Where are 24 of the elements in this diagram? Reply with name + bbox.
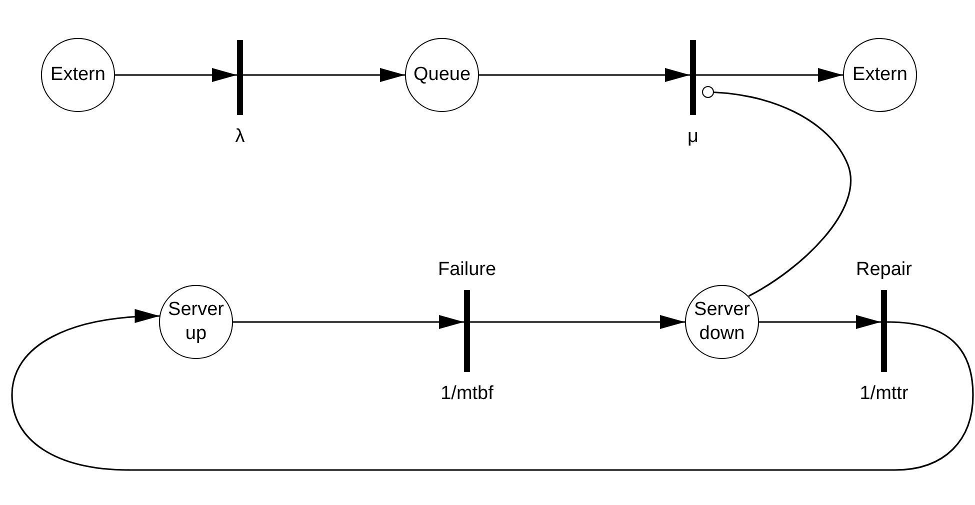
transition-label: 1/mttr xyxy=(860,384,908,403)
inhibitor-arc xyxy=(702,86,852,297)
arrow xyxy=(243,68,405,82)
place-label: Server up xyxy=(167,298,225,346)
transition-label: Repair xyxy=(856,260,912,279)
arrow xyxy=(759,315,881,329)
transition-label: Failure xyxy=(438,260,496,279)
place-label: Extern xyxy=(50,63,106,87)
arrow xyxy=(115,68,237,82)
transition-label: 1/mtbf xyxy=(440,384,494,403)
transition-bar xyxy=(464,290,470,372)
transition-label: λ xyxy=(235,127,245,146)
place-label: Queue xyxy=(412,63,472,87)
transition-bar xyxy=(690,40,696,115)
transition-label: μ xyxy=(688,127,698,146)
place-label: Server down xyxy=(693,298,751,346)
transition-bar xyxy=(881,290,887,372)
arrow xyxy=(479,68,690,82)
arrow xyxy=(696,68,843,82)
arrow xyxy=(11,310,974,471)
arrow xyxy=(233,315,464,329)
arrow xyxy=(470,315,685,329)
place-label: Extern xyxy=(852,63,908,87)
transition-bar xyxy=(237,40,243,115)
